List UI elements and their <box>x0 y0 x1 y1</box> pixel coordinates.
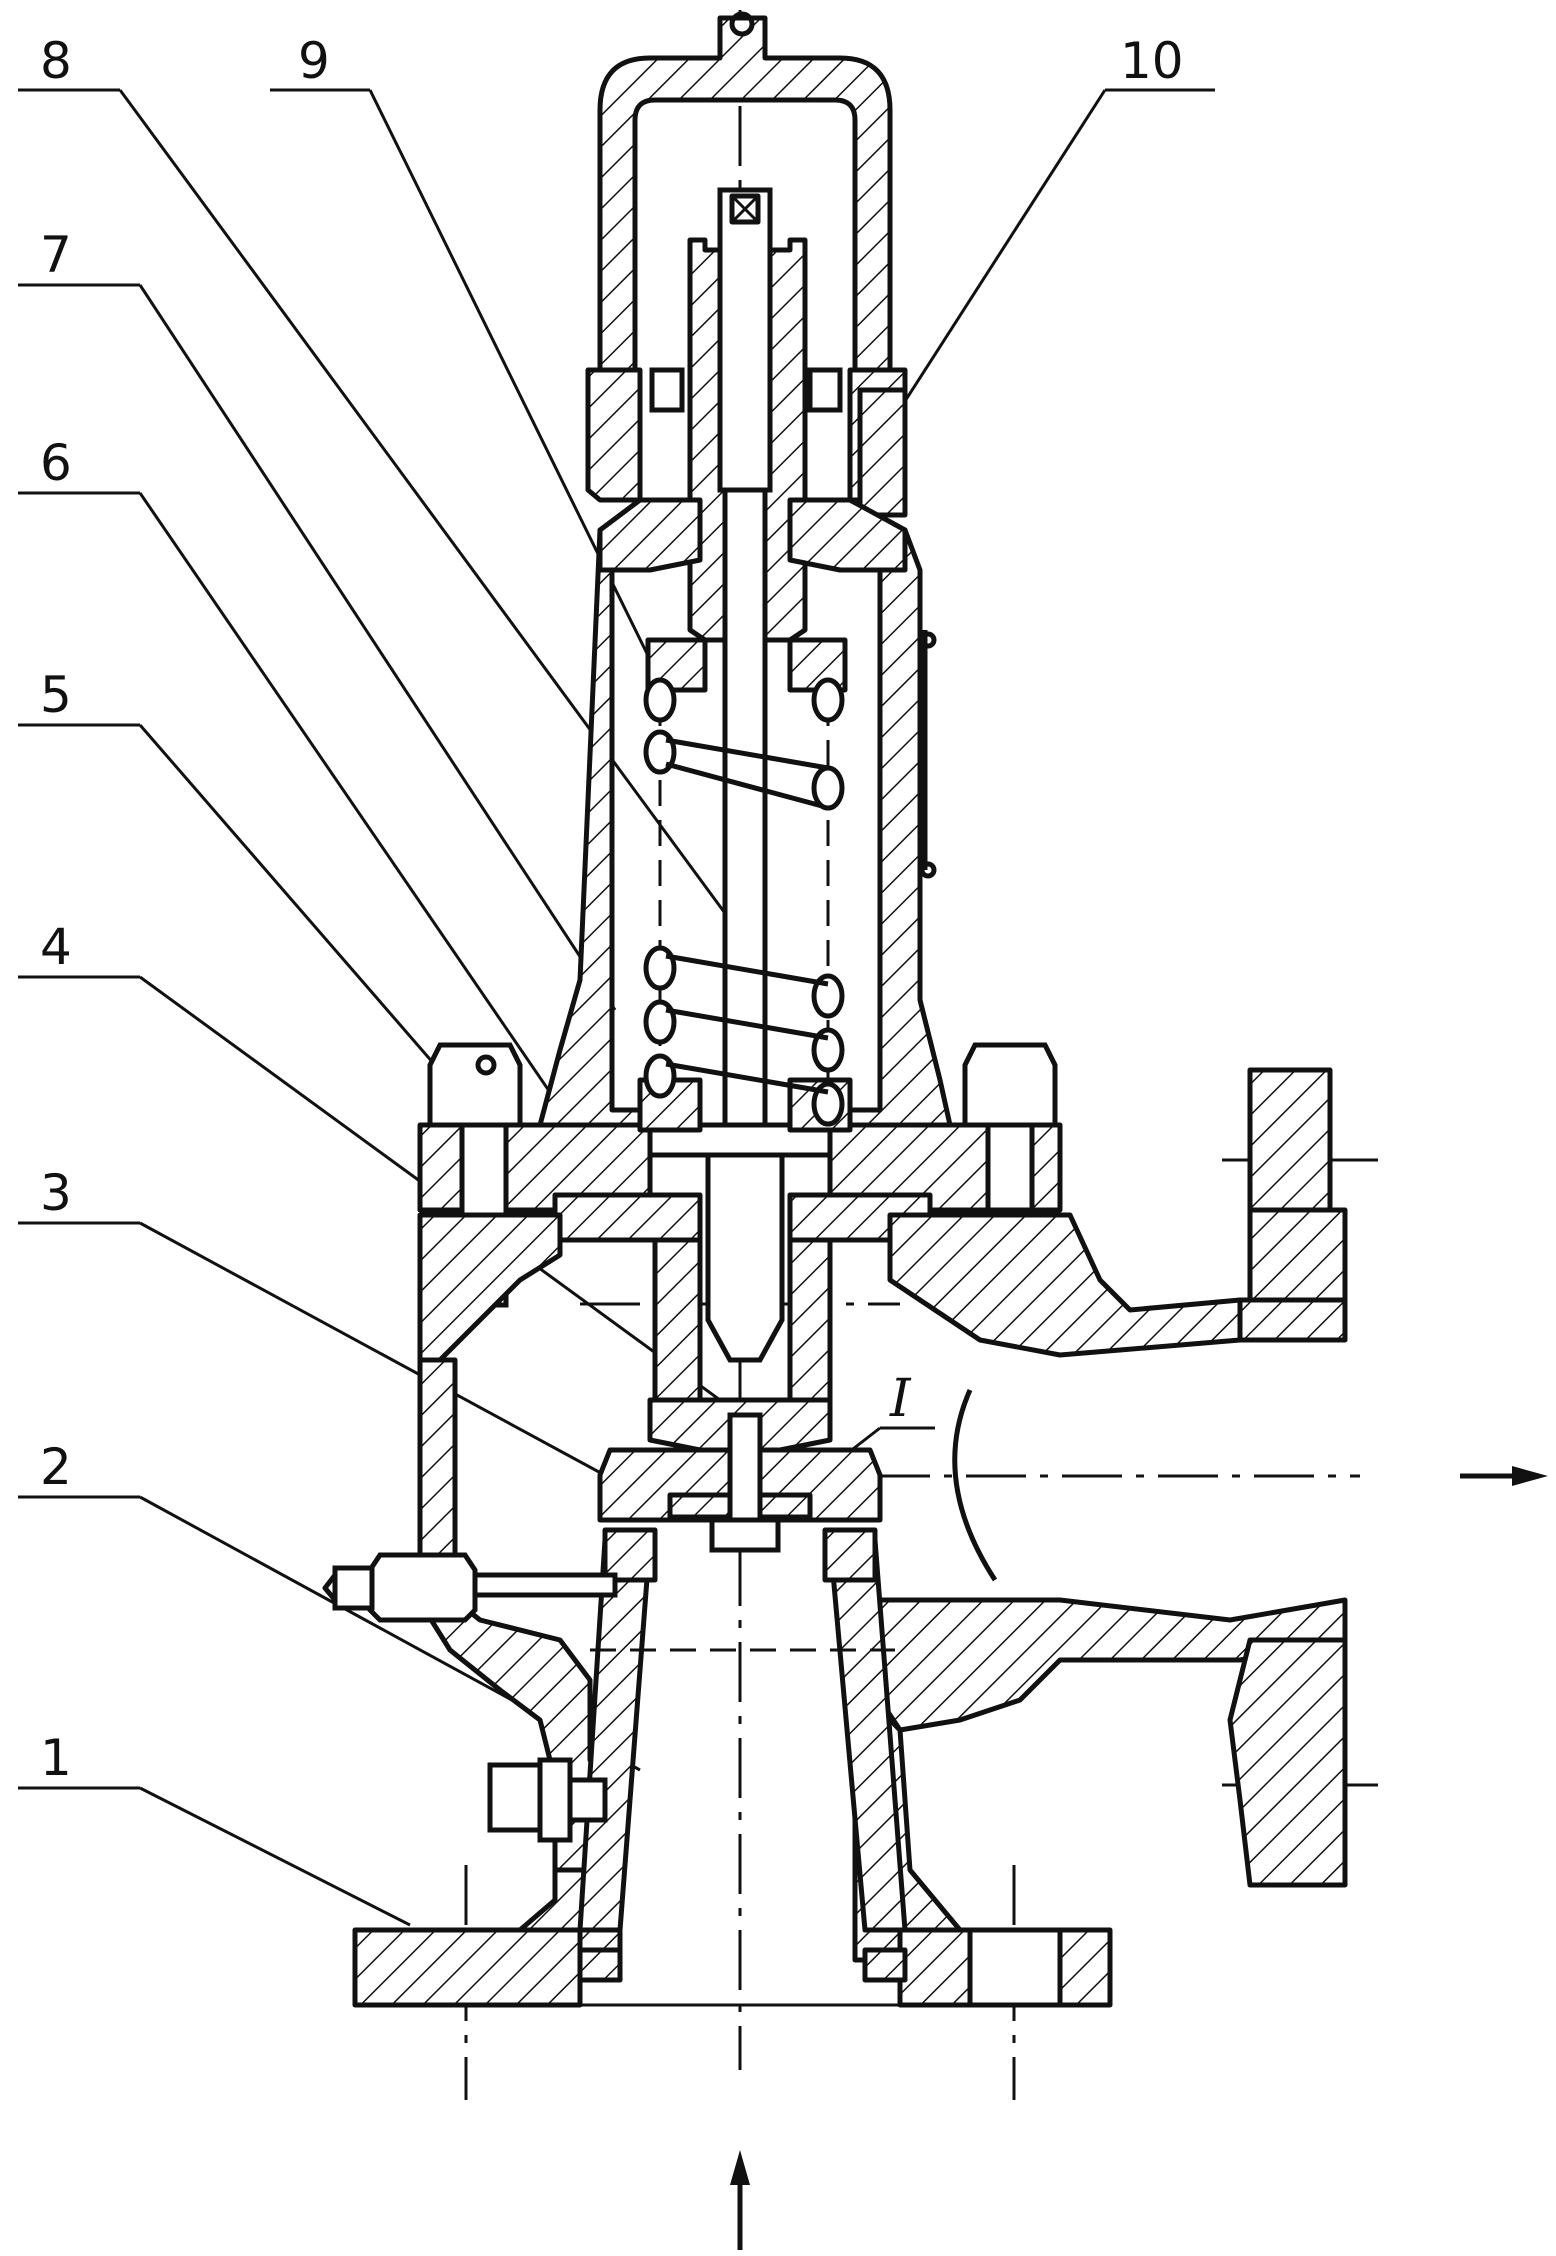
spring-assembly <box>637 637 853 1133</box>
adjusting-ring-screw <box>322 1552 618 1623</box>
spring-wire-segment <box>665 761 823 809</box>
spring-coil <box>643 945 677 991</box>
cap-top-hole <box>729 11 755 37</box>
lock-screw-washer <box>537 1757 573 1843</box>
side-screw-tip <box>322 1573 337 1602</box>
bolt-shank-right <box>985 1122 1035 1213</box>
nozzle-top-right <box>822 1527 878 1583</box>
cap <box>585 11 908 518</box>
outlet-flange-top <box>1247 1067 1333 1213</box>
adjusting-nut-10 <box>857 387 908 518</box>
callout-8: 8 <box>40 32 72 90</box>
disc-pin <box>727 1412 763 1523</box>
nozzle-top-left <box>602 1527 658 1583</box>
flow-arrows <box>730 1466 1548 2250</box>
callout-6: 6 <box>40 434 72 492</box>
spring-wire-segment <box>665 1007 829 1041</box>
spring-coil <box>811 1027 845 1073</box>
bonnet-top-right <box>787 497 908 573</box>
spring-wire-segment <box>665 737 829 771</box>
spring-coil <box>643 999 677 1045</box>
bolt-nut-right <box>962 1042 1058 1128</box>
body-top-flange-right <box>887 1212 1243 1358</box>
guide-sleeve-left <box>652 1237 703 1403</box>
callout-1-leader <box>139 1786 411 1927</box>
lock-screw-shank <box>567 1777 608 1823</box>
callout-10-leader <box>878 89 1107 441</box>
side-screw-shank <box>467 1572 618 1598</box>
callout-3: 3 <box>40 1164 72 1222</box>
spindle-upper <box>717 187 773 493</box>
nameplate-rivet-top <box>919 631 937 649</box>
callout-1: 1 <box>40 1729 72 1787</box>
spring-coil <box>643 677 677 723</box>
spring-coils-left <box>643 677 677 1099</box>
callout-3-leader <box>139 1221 611 1480</box>
nameplate-rivet-bottom <box>919 861 937 879</box>
bolt-nut-left <box>427 1042 523 1128</box>
spring-coil <box>643 1053 677 1099</box>
guide-flange-left <box>552 1192 703 1243</box>
spring-coil <box>811 765 845 811</box>
spindle-shaft <box>722 487 768 1143</box>
arrow-up-icon <box>730 2150 750 2185</box>
nozzle-left-wall <box>577 1537 653 1933</box>
guide-sleeve-right <box>787 1237 833 1403</box>
callout-7-leader <box>138 284 617 1011</box>
spring-coil <box>811 973 845 1019</box>
nozzle-seal-right <box>862 1947 908 1983</box>
callout-9: 9 <box>298 32 330 90</box>
spring-wire-segment <box>665 1061 829 1095</box>
callout-5: 5 <box>40 666 72 724</box>
outlet-flange-bottom <box>1227 1637 1348 1888</box>
bolt-head-mark-left <box>475 1054 497 1076</box>
arrow-right-icon <box>1512 1466 1548 1486</box>
spring-coils-right <box>811 677 845 1127</box>
stem-assembly <box>687 187 808 1363</box>
bonnet-top-left <box>597 497 703 573</box>
inlet-flange-bolt-hole-right <box>967 1927 1063 2008</box>
lock-nut-left <box>649 367 685 413</box>
spring-wire-segment <box>665 953 829 987</box>
upper-spring-seat-right <box>787 637 848 693</box>
body-top-flange-left <box>417 1212 563 1363</box>
upper-spring-seat-left <box>645 637 708 693</box>
detail-mark-I: I <box>889 1369 912 1429</box>
lock-screw-head <box>487 1762 543 1833</box>
disc-assembly <box>597 1397 883 1553</box>
lock-nut-right <box>807 367 843 413</box>
inlet-flange-left <box>352 1927 583 2008</box>
lock-screw <box>487 1757 608 1843</box>
bonnet-left-wall <box>537 527 653 1128</box>
nozzle-seal-left <box>577 1947 623 1983</box>
callout-7: 7 <box>40 226 72 284</box>
spindle-guide <box>705 1137 785 1363</box>
disc-nut <box>709 1517 781 1553</box>
outlet-flange-body <box>1247 1207 1348 1303</box>
side-screw-nut <box>367 1552 478 1623</box>
spring-wire <box>665 737 829 1095</box>
callout-10: 10 <box>1120 32 1184 90</box>
spring-coil <box>811 1081 845 1127</box>
side-screw-head <box>332 1565 375 1611</box>
callout-2: 2 <box>40 1438 72 1496</box>
callout-8-leader <box>118 89 732 921</box>
bonnet-right-wall <box>827 527 953 1128</box>
outlet-upper-wall <box>1237 1297 1348 1343</box>
cap-collar-left <box>585 367 643 503</box>
spindle-top-square <box>729 193 761 225</box>
spring-coil <box>811 677 845 723</box>
outlet-bore-arc <box>952 1388 998 1582</box>
callout-4: 4 <box>40 918 72 976</box>
cap-wall <box>597 15 893 373</box>
spindle-top-square-x2 <box>730 194 760 224</box>
